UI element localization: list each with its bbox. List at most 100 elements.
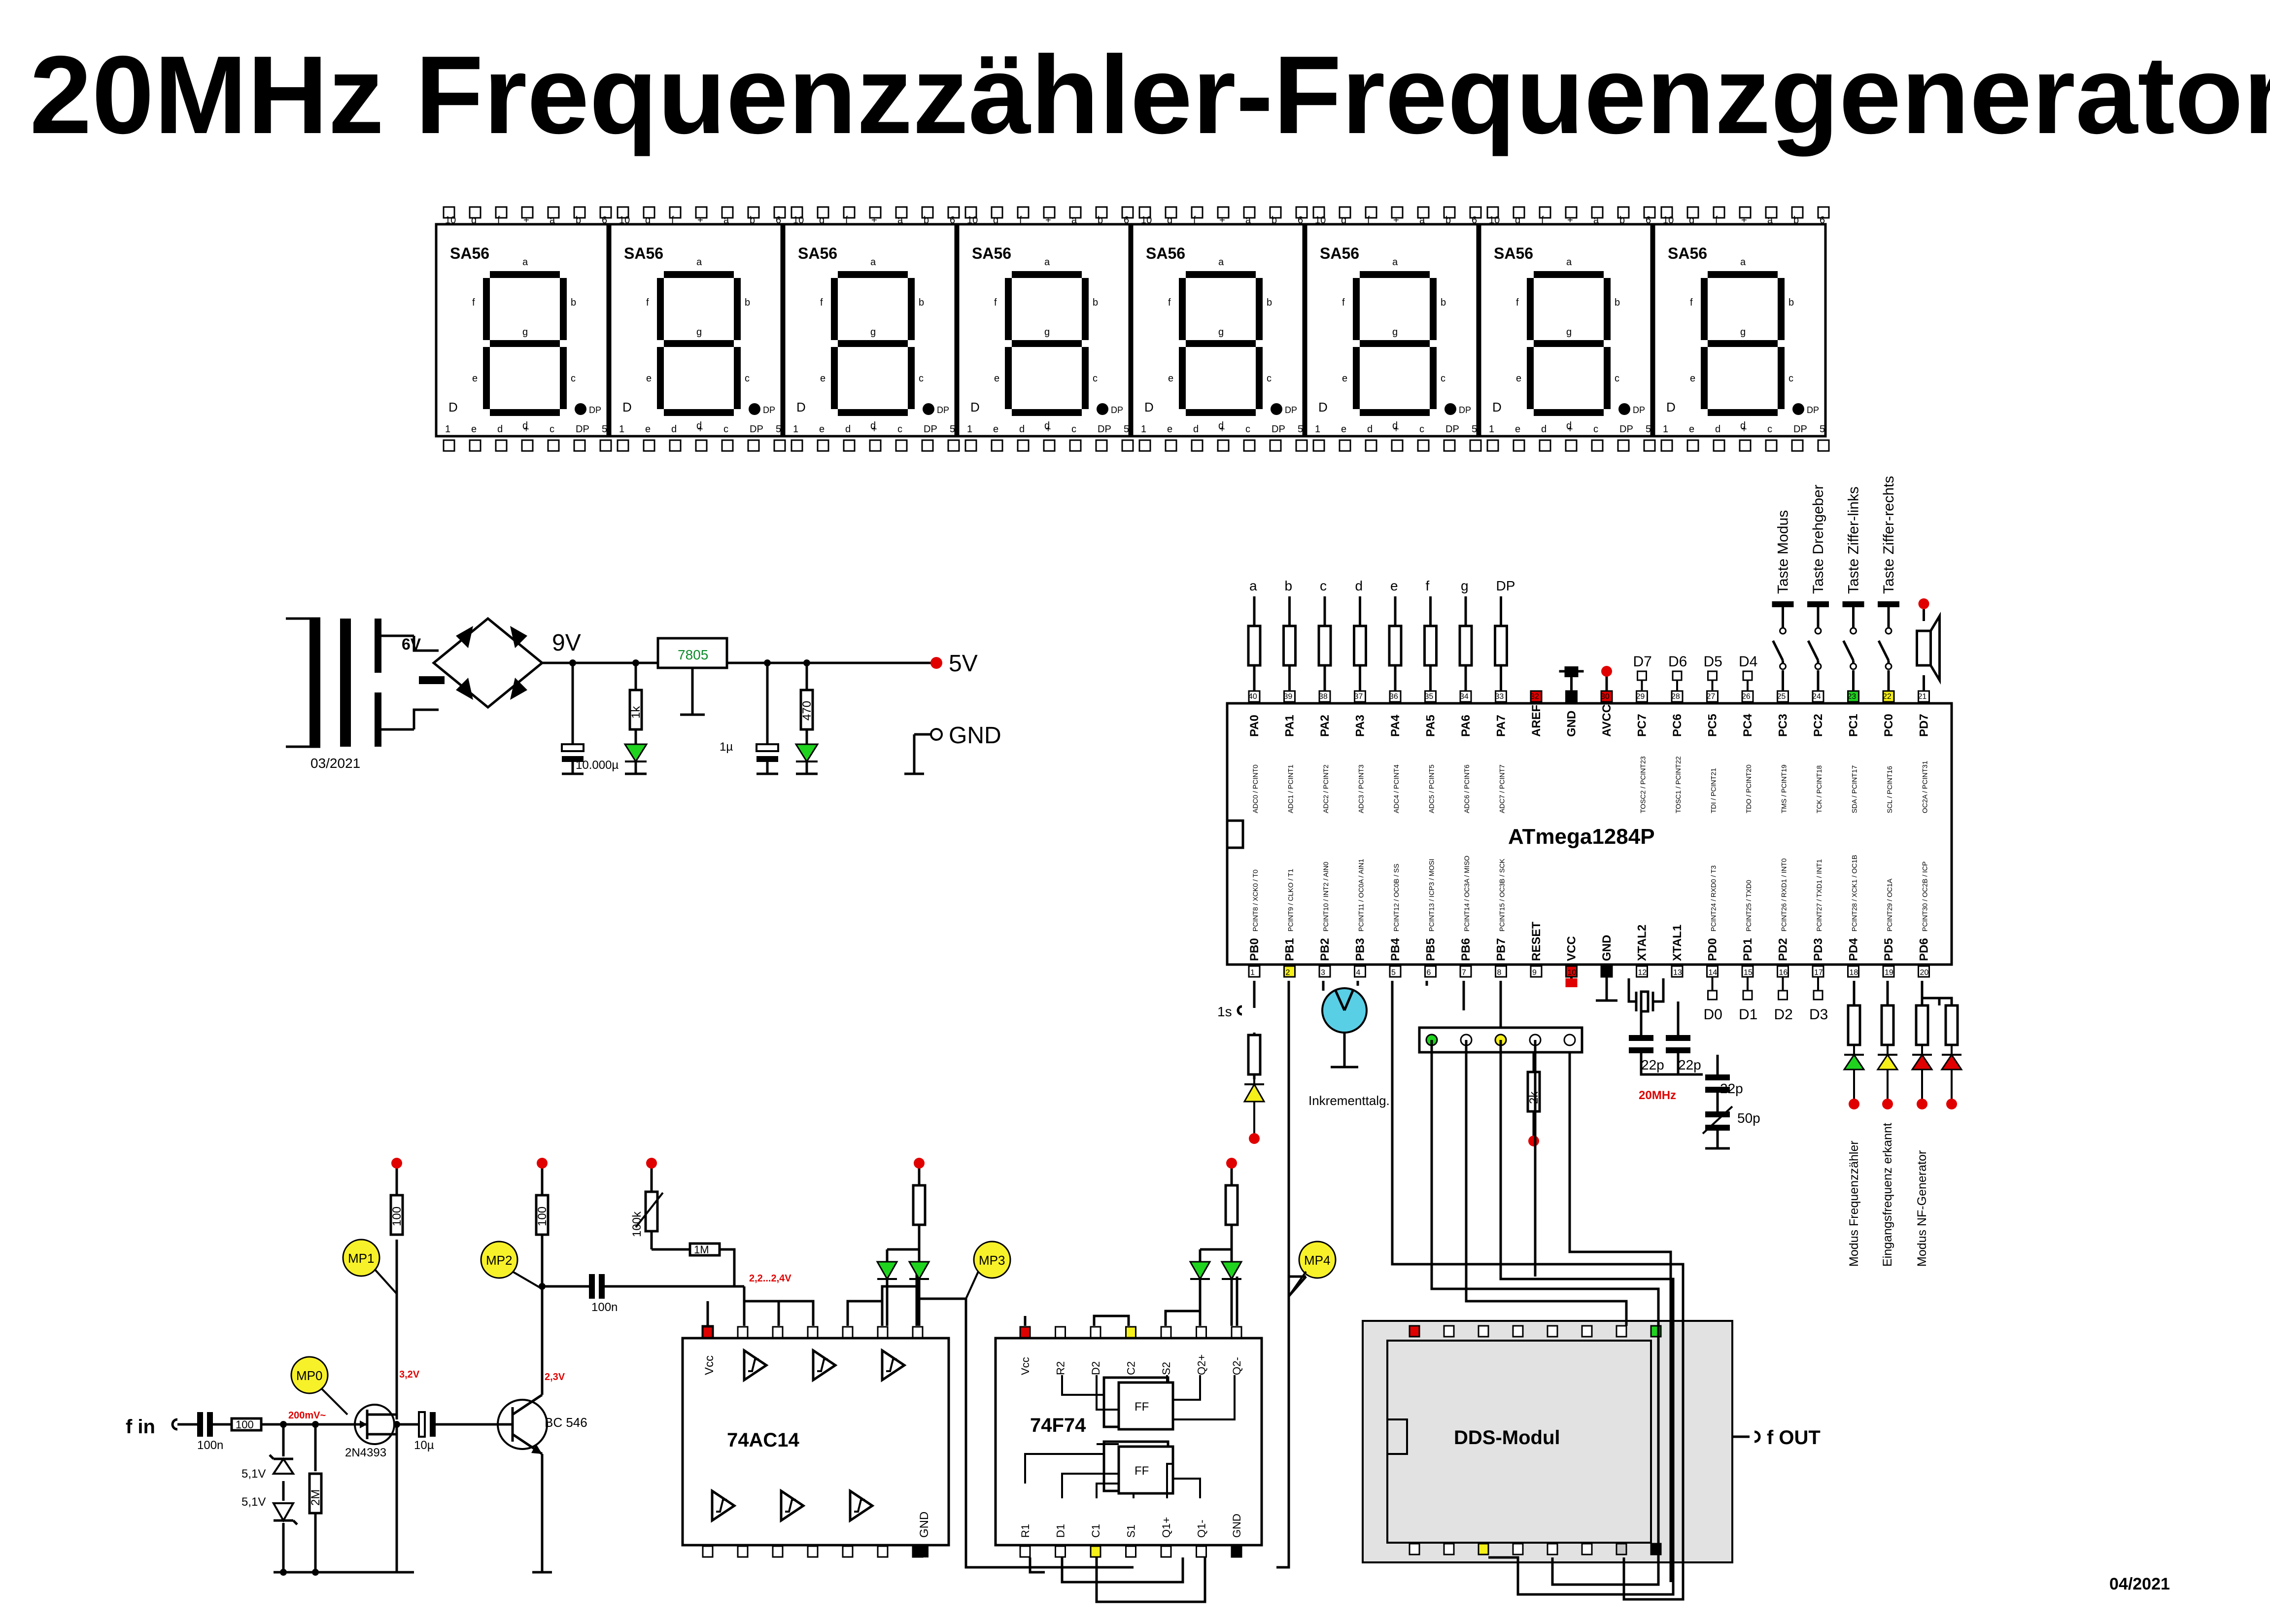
display-pin-label: DP: [1272, 424, 1285, 435]
display-pin-label: c: [723, 424, 728, 435]
f74-bottom-pin-label: S1: [1125, 1524, 1137, 1538]
key-switch: [1807, 607, 1820, 691]
mcu-top-pin-number: 25: [1777, 692, 1786, 701]
segment-dp: [749, 403, 760, 415]
segment-a: [1012, 271, 1082, 278]
r-1k-label: 1k: [629, 706, 643, 719]
display-pin-label: +: [1393, 424, 1399, 435]
display-pin-label: e: [1689, 424, 1694, 435]
interconnect-wires: [1276, 981, 1685, 1601]
display-pin: [921, 439, 934, 452]
display-pin: [1469, 206, 1482, 219]
mcu-bottom-pin-alt: PCINT15 / OC3B / SCK: [1498, 859, 1506, 932]
segment-d: [490, 409, 560, 416]
mcu-top-pin-alt: ADC5 / PCINT5: [1428, 764, 1436, 813]
digit-connector: [1813, 990, 1823, 1001]
mcu-bottom-pin-number: 11: [1603, 968, 1611, 977]
segment-label: g: [1044, 327, 1050, 338]
mcu-bottom-pin-name: PD1: [1741, 938, 1754, 961]
ac14-bottom-pin: [877, 1545, 889, 1558]
display-pin-label: a: [723, 215, 729, 226]
display-pin: [1417, 206, 1430, 219]
display-pin: [1713, 439, 1725, 452]
display-d-label: D: [1144, 400, 1154, 415]
display-pin-label: 5: [1820, 424, 1825, 435]
bjt-label: BC 546: [545, 1415, 587, 1430]
segment-f: [657, 278, 664, 340]
ac14-top-pin: [807, 1326, 819, 1339]
display-pin-label: f: [671, 215, 674, 226]
mcu-bottom-pin-alt: PCINT12 / OC0B / SS: [1392, 864, 1400, 932]
display-d-label: D: [796, 400, 806, 415]
t1s-label: 1s: [1217, 1004, 1232, 1019]
display-pin: [695, 206, 708, 219]
display-pin: [617, 206, 629, 219]
display-pin-label: +: [697, 424, 703, 435]
display-pin-label: f: [1019, 215, 1022, 226]
voltage-regulator: [656, 637, 728, 669]
dds-name: DDS-Modul: [1454, 1427, 1560, 1449]
mcu-bottom-pin-name: PB4: [1389, 938, 1402, 961]
display-pin-label: 6: [776, 215, 781, 226]
ac14-led-pair: [876, 1158, 930, 1326]
r-coll-label: 100: [536, 1207, 549, 1226]
ac14-top-pin: [877, 1326, 889, 1339]
r-gate-label: 2M: [309, 1489, 322, 1506]
display-pin: [1069, 439, 1082, 452]
segment-label: b: [919, 297, 924, 308]
display-pin-label: e: [1167, 424, 1172, 435]
display-pin-label: +: [1393, 215, 1399, 226]
display-pin: [1617, 439, 1630, 452]
display-pin: [695, 439, 708, 452]
display-pin: [1339, 206, 1351, 219]
display-pin-label: 10: [1663, 215, 1674, 226]
pot-label: 100k: [630, 1211, 644, 1237]
display-pin: [773, 439, 786, 452]
display-pin: [617, 439, 629, 452]
r-fb-label: 1M: [694, 1244, 709, 1256]
mcu-top-pin-name: PA3: [1354, 715, 1367, 737]
display-pin-label: f: [497, 215, 500, 226]
xtal-freq-label: 20MHz: [1639, 1089, 1676, 1102]
segment-c: [734, 347, 741, 409]
segment-e: [1179, 347, 1186, 409]
mcu-top-pin-name: PA4: [1389, 714, 1402, 737]
segment-b: [734, 278, 741, 340]
display-pin: [921, 206, 934, 219]
display-pin: [573, 206, 586, 219]
mcu-top-pin-name: PC2: [1812, 714, 1825, 737]
display-pin: [895, 206, 908, 219]
segment-label: DP: [763, 405, 775, 415]
display-pin: [1486, 439, 1499, 452]
bridge-rectifier: [432, 617, 544, 709]
segment-f: [1179, 278, 1186, 340]
display-pin-label: c: [550, 424, 554, 435]
display-pin: [1217, 439, 1230, 452]
display-pin: [1791, 206, 1804, 219]
mcu-top-pin-alt: TMS / PCINT19: [1780, 764, 1788, 813]
segment-e: [483, 347, 490, 409]
mcu-bottom-pin-number: 7: [1462, 968, 1466, 977]
display-body: [609, 223, 783, 438]
display-pin-label: g: [645, 215, 651, 226]
segment-c: [1778, 347, 1785, 409]
segment-e: [1005, 347, 1012, 409]
digit-net-label: D2: [1774, 1006, 1793, 1023]
key-label: Taste Drehgeber: [1810, 484, 1826, 594]
display-pin-label: +: [1567, 215, 1573, 226]
segment-net-label: b: [1285, 578, 1293, 593]
f74-bottom-pin-label: GND: [1231, 1514, 1243, 1538]
regulator-label: 7805: [678, 647, 708, 662]
schmitt-trigger-gate: [849, 1488, 875, 1523]
mcu-bottom-pin-number: 10: [1568, 968, 1577, 977]
mcu-bottom-pin-name: PB2: [1318, 938, 1332, 961]
mcu-top-pin-number: 31: [1566, 692, 1575, 701]
cap-xtal-1-label: 22p: [1641, 1057, 1664, 1072]
display-d-label: D: [970, 400, 980, 415]
c-in-label: 100n: [197, 1439, 223, 1452]
display-pin-label: g: [819, 215, 825, 226]
segment-dp: [1792, 403, 1804, 415]
display-pin: [1417, 439, 1430, 452]
